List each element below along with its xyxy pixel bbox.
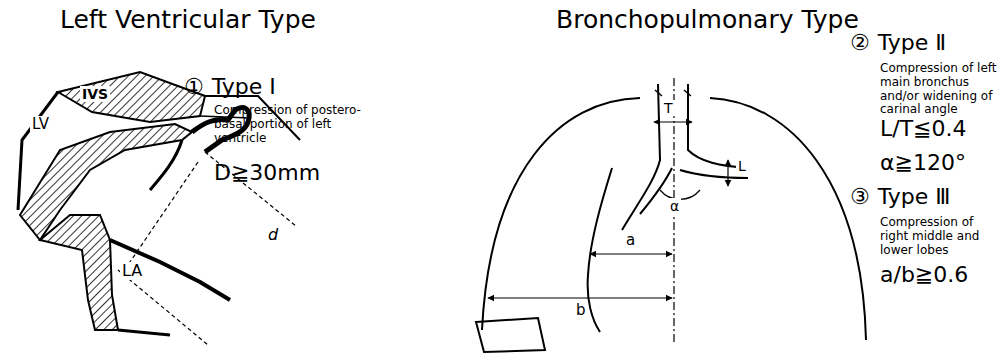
part-name: LA xyxy=(120,262,144,280)
criterion: D≧30mm xyxy=(214,160,320,185)
callout-number: ② xyxy=(850,30,870,55)
criterion: α≧120° xyxy=(880,150,966,175)
part-name: LV xyxy=(30,116,51,133)
angle-label: α xyxy=(668,198,681,214)
heading: Left Ventricular Type xyxy=(60,6,316,35)
type-description: Compression of postero-basal portion of … xyxy=(214,104,364,145)
heading: Bronchopulmonary Type xyxy=(556,6,859,35)
type-description: Compression of right middle and lower lo… xyxy=(880,216,998,257)
criterion: L/T≦0.4 xyxy=(880,116,967,141)
dimension-label: b xyxy=(574,302,588,319)
callout-number: ① xyxy=(184,74,204,99)
dimension-label: d xyxy=(266,226,280,244)
chest-outline xyxy=(476,84,866,352)
measurement-lines xyxy=(488,78,728,345)
dimension-label: a xyxy=(624,232,637,249)
callout-number: ③ xyxy=(850,184,870,209)
part-name: IVS xyxy=(80,86,110,102)
type-title: Type Ⅲ xyxy=(878,184,951,209)
type-title: Type Ⅱ xyxy=(878,30,946,55)
dimension-label: L xyxy=(736,158,748,174)
type-description: Compression of left main bronchus and/or… xyxy=(880,62,1000,117)
type-title: Type Ⅰ xyxy=(212,74,276,99)
criterion: a/b≧0.6 xyxy=(880,262,968,287)
dimension-label: T xyxy=(662,100,675,116)
